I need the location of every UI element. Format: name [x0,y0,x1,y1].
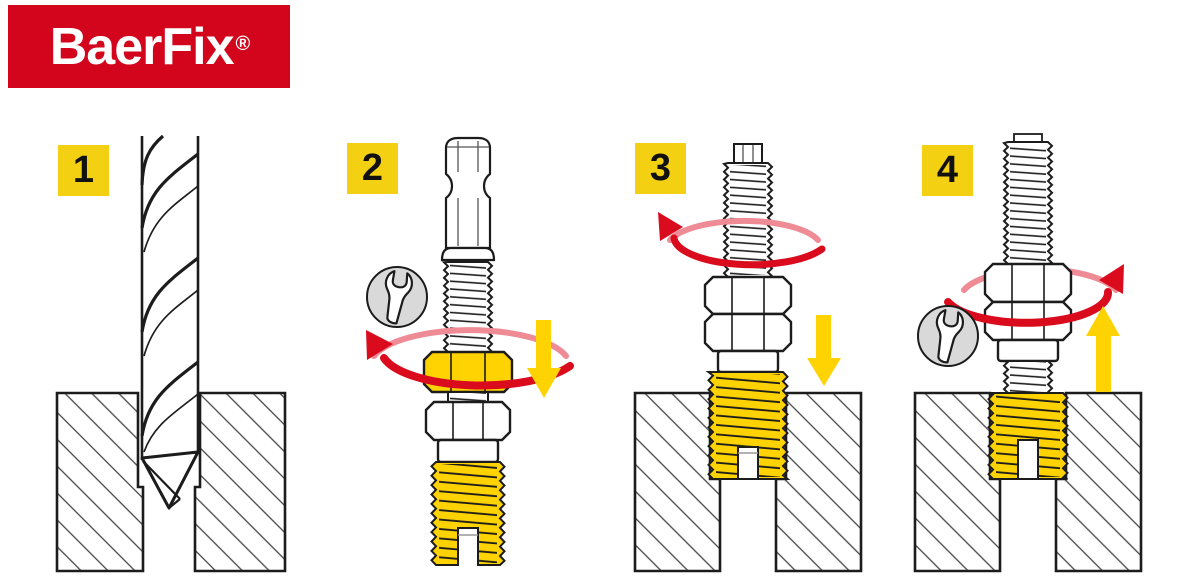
wrench-icon [365,265,429,329]
workpiece-cross-section [633,391,863,573]
step-3-badge: 3 [635,143,686,194]
tool-flange [440,246,496,262]
rotate-clockwise-arrow-back [667,217,821,243]
arrow-up-icon [1086,306,1120,392]
thread-insert [705,371,791,480]
lock-nut-assembly [424,391,512,464]
installation-tool [440,136,496,353]
arrow-down-icon [807,315,841,386]
insert-slot [457,527,479,566]
registered-trademark-icon: ® [235,33,251,55]
block-right [774,391,863,573]
wrench-icon [916,304,980,368]
rotate-arrow-head [1099,264,1124,294]
rotate-arrow-head [658,212,683,241]
block-left [55,391,145,573]
tool-shank [733,143,763,164]
tool-collar [996,338,1060,363]
hex-drive-shank [444,136,492,250]
step-3-figure [633,143,863,573]
step-1-figure [55,134,287,573]
tool-collar [436,438,500,464]
step-3-number: 3 [649,147,672,189]
arrow-down-icon [527,320,561,398]
lock-nut-assembly [983,262,1073,342]
block-left [633,391,722,573]
rotate-arrow-head [366,330,393,360]
insert-slot [1017,439,1039,480]
block-left [913,391,1002,573]
step-2-badge: 2 [347,143,398,194]
thread-insert-tool [430,461,506,566]
workpiece-cross-section [913,391,1143,573]
workpiece-cross-section [55,391,287,573]
step-4-figure [913,133,1143,573]
brand-logo: BaerFix® [8,5,290,88]
step-4-badge: 4 [922,145,973,196]
thread-insert [987,392,1069,480]
block-right [193,391,287,573]
drill-tip [140,450,200,510]
white-hex-nut [424,400,512,442]
rotate-clockwise-arrow-icon [670,234,826,269]
white-hex-nut [983,262,1073,304]
step-2-figure [365,136,574,566]
step-1-number: 1 [72,149,95,191]
drill-bit [140,134,200,510]
step-1-badge: 1 [58,145,109,196]
step-2-number: 2 [361,147,384,189]
brand-name: BaerFix [49,17,235,76]
tool-collar [716,349,780,374]
white-hex-nut [703,312,793,353]
block-right [1054,391,1143,573]
lock-nut-assembly [703,275,793,374]
insert-slot [737,446,759,480]
step-4-number: 4 [936,149,959,191]
white-hex-nut [703,275,793,316]
